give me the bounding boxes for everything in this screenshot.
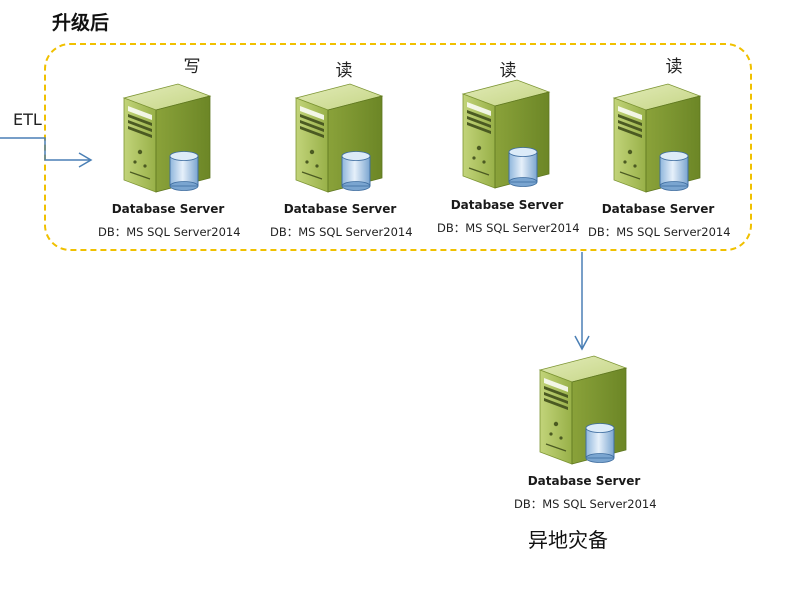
server-name: Database Server: [450, 198, 564, 212]
database-server-2: Database Server DB：MS SQL Server2014: [270, 80, 413, 240]
database-server-4: Database Server DB：MS SQL Server2014: [588, 80, 731, 240]
server-name: Database Server: [283, 202, 397, 216]
database-server-1: Database Server DB：MS SQL Server2014: [98, 80, 241, 240]
disaster-recovery-label: 异地灾备: [528, 528, 608, 552]
database-server-icon: [462, 79, 550, 189]
database-server-icon: [539, 355, 627, 465]
database-server-backup: Database Server DB：MS SQL Server2014: [514, 352, 657, 512]
database-server-icon: [613, 83, 701, 193]
page-title: 升级后: [52, 12, 110, 34]
server-db: DB：MS SQL Server2014: [514, 497, 657, 511]
role-label-write: 写: [183, 57, 201, 77]
database-server-3: Database Server DB：MS SQL Server2014: [437, 76, 580, 236]
role-label-read: 读: [335, 61, 353, 81]
database-server-icon: [123, 83, 211, 193]
etl-arrowhead: [78, 152, 93, 168]
etl-label: ETL: [13, 110, 42, 129]
server-db: DB：MS SQL Server2014: [588, 225, 731, 239]
server-db: DB：MS SQL Server2014: [270, 225, 413, 239]
etl-arrow: [0, 137, 90, 161]
server-name: Database Server: [601, 202, 715, 216]
server-db: DB：MS SQL Server2014: [98, 225, 241, 239]
server-name: Database Server: [111, 202, 225, 216]
dr-arrowhead: [574, 335, 590, 351]
role-label-read: 读: [499, 61, 517, 81]
role-label-read: 读: [665, 57, 683, 77]
server-name: Database Server: [527, 474, 641, 488]
database-server-icon: [295, 83, 383, 193]
server-db: DB：MS SQL Server2014: [437, 221, 580, 235]
